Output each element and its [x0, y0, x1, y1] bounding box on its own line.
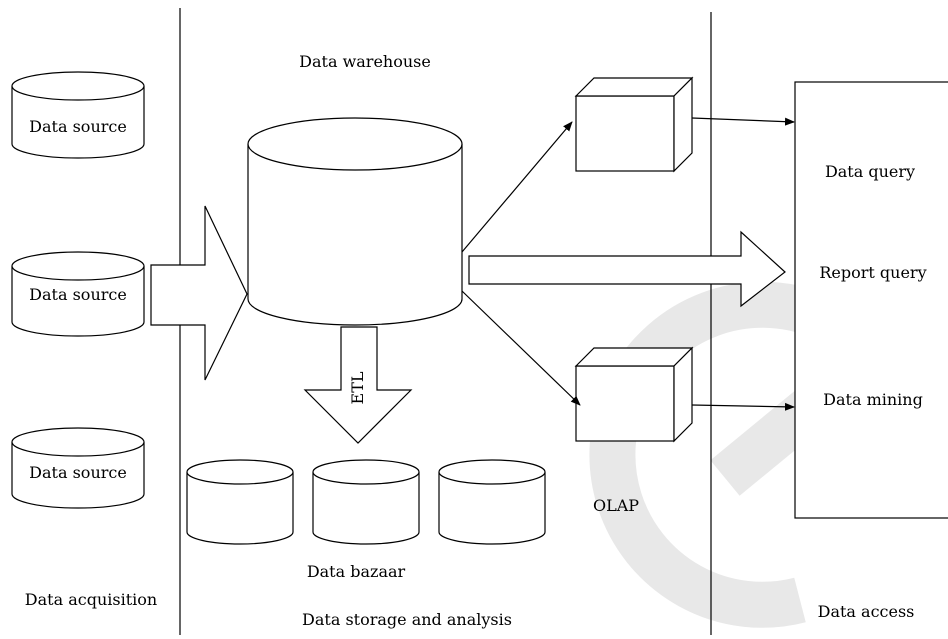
- access-item-data-query: Data query: [825, 162, 915, 181]
- data-warehouse-cylinder: [247, 117, 463, 326]
- data-source-1-label: Data source: [29, 117, 127, 136]
- olap-bottom-to-access-arrow: [691, 402, 795, 411]
- zone-label-access: Data access: [818, 602, 915, 621]
- etl-label: ETL: [348, 371, 367, 404]
- olap-cube-bottom: [574, 346, 694, 443]
- data-source-2: Data source: [11, 251, 145, 337]
- data-mart-label: Data bazaar: [307, 562, 406, 581]
- data-access-box: [794, 81, 948, 519]
- data-mart-1: [186, 459, 294, 545]
- access-item-data-mining: Data mining: [823, 390, 923, 409]
- etl-arrow: [303, 326, 413, 444]
- zone-label-storage: Data storage and analysis: [302, 610, 512, 629]
- warehouse-to-olap-bottom-arrow: [461, 290, 581, 406]
- data-warehouse-title: Data warehouse: [299, 52, 431, 71]
- zone-label-acquisition: Data acquisition: [25, 590, 157, 609]
- olap-cube-top: [574, 76, 694, 173]
- data-mart-2: [312, 459, 420, 545]
- olap-label: OLAP: [593, 496, 639, 515]
- report-arrow: [468, 230, 786, 308]
- ingest-arrow: [150, 205, 248, 381]
- warehouse-to-olap-top-arrow: [461, 121, 573, 253]
- data-source-3: Data source: [11, 427, 145, 509]
- data-source-3-label: Data source: [29, 463, 127, 482]
- data-mart-3: [438, 459, 546, 545]
- access-item-report-query: Report query: [819, 263, 926, 282]
- data-source-1: Data source: [11, 71, 145, 159]
- data-source-2-label: Data source: [29, 285, 127, 304]
- olap-top-to-access-arrow: [691, 117, 795, 126]
